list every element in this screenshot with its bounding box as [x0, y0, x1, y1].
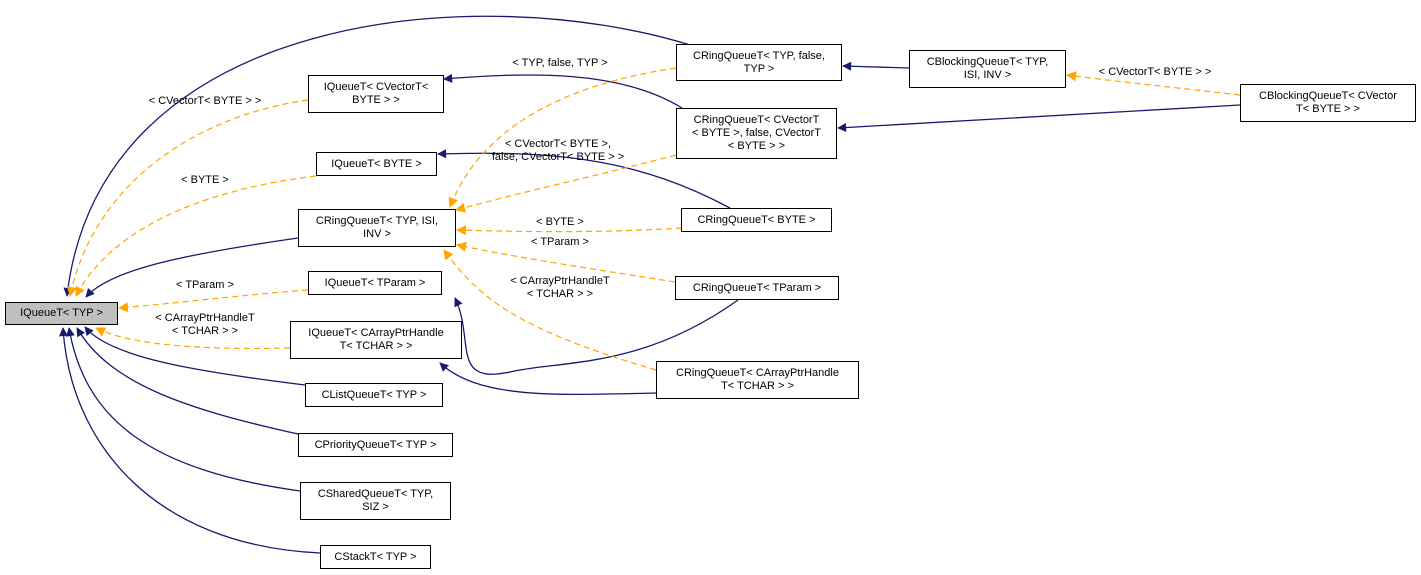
node-iqueue-cvector[interactable]: IQueueT< CVectorT< BYTE > > — [308, 75, 444, 113]
edge-label: < BYTE > — [181, 174, 229, 186]
edge-label: < TYP, false, TYP > — [512, 57, 608, 69]
edge-cringqueue-carrayptr-to-iqueue-carrayptr — [439, 362, 657, 396]
edge-label: < CVectorT< BYTE >, false, CVectorT< BYT… — [491, 138, 625, 163]
edge-label: < CVectorT< BYTE > > — [1098, 66, 1212, 78]
edge-iqueue-byte-to-iqueue — [75, 175, 317, 297]
edge-cringqueue-cvector-to-iqueue-cvector — [443, 73, 683, 109]
node-iqueue-tparam[interactable]: IQueueT< TParam > — [308, 271, 442, 295]
edge-cringqueue-typ-false-typ-to-iqueue — [63, 15, 691, 297]
edge-cpriorityqueue-to-iqueue — [76, 327, 299, 435]
edge-cblockingqueue-typ-to-cringqueue-typ-false — [842, 61, 910, 71]
edge-cringqueue-carrayptr-to-cringqueue-typ-isi — [443, 249, 657, 371]
node-iqueue-byte[interactable]: IQueueT< BYTE > — [316, 152, 437, 176]
edge-cringqueue-typ-isi-inv-to-iqueue — [85, 237, 299, 298]
edge-cringqueue-typ-false-to-cringqueue-typ-isi — [448, 67, 677, 208]
edge-iqueue-tparam-to-iqueue — [118, 289, 309, 313]
edge-iqueue-cvector-to-iqueue — [67, 99, 309, 297]
node-cringqueue-typ-isi-inv[interactable]: CRingQueueT< TYP, ISI, INV > — [298, 209, 456, 247]
edge-cringqueue-tparam-to-cringqueue-typ-isi — [456, 241, 676, 283]
node-csharedqueue[interactable]: CSharedQueueT< TYP, SIZ > — [300, 482, 451, 520]
node-cringqueue-typ-false-typ[interactable]: CRingQueueT< TYP, false, TYP > — [676, 44, 842, 81]
node-cstack[interactable]: CStackT< TYP > — [320, 545, 431, 569]
edge-label: < CArrayPtrHandleT < TCHAR > > — [155, 312, 255, 337]
edge-label: < CVectorT< BYTE > > — [148, 95, 262, 107]
edge-label: < BYTE > — [536, 216, 584, 228]
edge-csharedqueue-to-iqueue — [65, 327, 301, 492]
node-cringqueue-byte[interactable]: CRingQueueT< BYTE > — [681, 208, 832, 232]
node-iqueue-typ[interactable]: IQueueT< TYP > — [5, 302, 118, 325]
edge-clistqueue-to-iqueue — [84, 326, 306, 386]
node-cblockingqueue-cvector[interactable]: CBlockingQueueT< CVector T< BYTE > > — [1240, 84, 1416, 122]
edge-cringqueue-cvector-to-cringqueue-typ-isi — [455, 154, 677, 213]
edge-cblockingqueue-cvector-to-cringqueue-cvector — [837, 104, 1241, 133]
node-clistqueue[interactable]: CListQueueT< TYP > — [305, 383, 443, 407]
node-cringqueue-tparam[interactable]: CRingQueueT< TParam > — [675, 276, 839, 300]
edge-iqueue-carrayptr-to-iqueue — [95, 327, 291, 350]
node-cringqueue-cvector[interactable]: CRingQueueT< CVectorT < BYTE >, false, C… — [676, 108, 837, 159]
edge-cblockingqueue-cvector-to-cblockingqueue-typ — [1066, 71, 1241, 96]
node-cpriorityqueue[interactable]: CPriorityQueueT< TYP > — [298, 433, 453, 457]
edge-label: < CArrayPtrHandleT < TCHAR > > — [510, 275, 610, 300]
node-cblockingqueue-typ-isi-inv[interactable]: CBlockingQueueT< TYP, ISI, INV > — [909, 50, 1066, 88]
edge-cringqueue-tparam-to-iqueue-tparam — [454, 297, 739, 375]
edge-label: < TParam > — [176, 279, 234, 291]
edge-cringqueue-byte-to-cringqueue-typ-isi — [456, 225, 683, 236]
node-cringqueue-carrayptr[interactable]: CRingQueueT< CArrayPtrHandle T< TCHAR > … — [656, 361, 859, 399]
node-iqueue-carrayptr[interactable]: IQueueT< CArrayPtrHandle T< TCHAR > > — [290, 321, 462, 359]
edge-cstack-to-iqueue — [59, 327, 321, 554]
edge-label: < TParam > — [531, 236, 589, 248]
